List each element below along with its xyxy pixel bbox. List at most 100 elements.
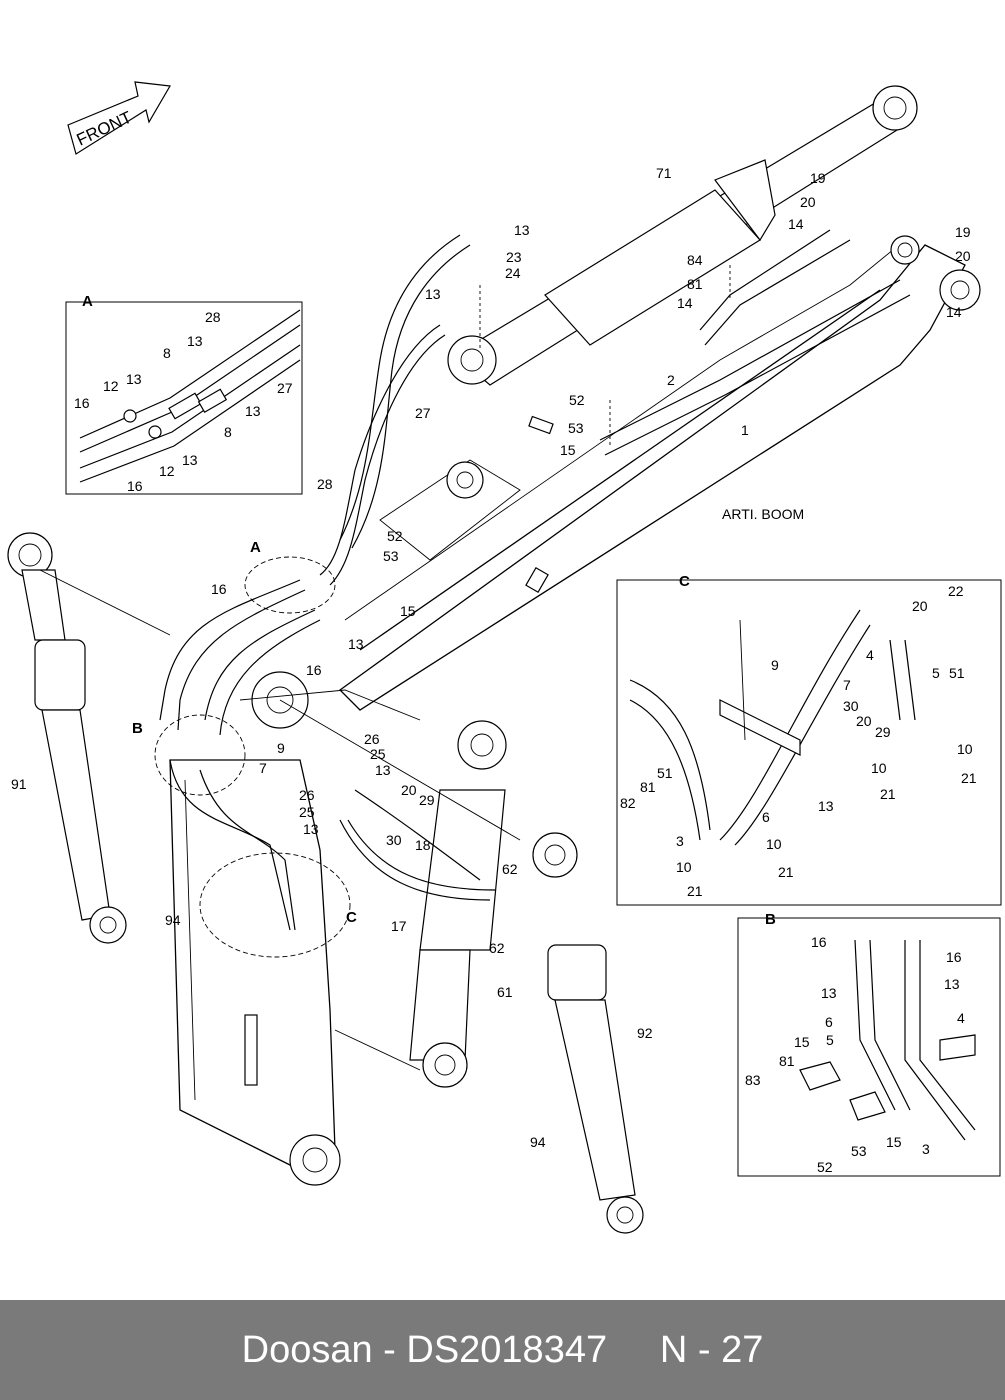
label-28: 28: [205, 309, 221, 325]
inset-c-labels: 22 20 51 5 4 9 7 30 20 29 10 10 21 21 13…: [620, 583, 977, 899]
label-15: 15: [794, 1034, 810, 1050]
callout-94: 94: [530, 1134, 546, 1150]
main-callouts: 71 19 20 14 19 20 14 84 81 14 13 23 24 1…: [11, 165, 971, 1150]
inset-a-labels: 28 13 8 13 12 16 27 13 8 13 12 16: [74, 309, 293, 494]
callout-84: 84: [687, 252, 703, 268]
label-4: 4: [957, 1010, 965, 1026]
callout-61: 61: [497, 984, 513, 1000]
label-8: 8: [224, 424, 232, 440]
callout-9: 9: [277, 740, 285, 756]
callout-28: 28: [317, 476, 333, 492]
boom-cylinder-92: [532, 832, 644, 1234]
callout-62: 62: [502, 861, 518, 877]
callout-25: 25: [370, 746, 386, 762]
callout-19: 19: [810, 170, 826, 186]
callout-A: A: [250, 539, 261, 556]
inset-a: A 28 13 8 13 12 16 27 13 8 13 12 16: [65, 293, 303, 495]
label-21: 21: [778, 864, 794, 880]
label-10: 10: [871, 760, 887, 776]
front-arrow-icon: FRONT: [67, 81, 171, 155]
parts-diagram: FRONT: [7, 81, 1002, 1234]
label-13: 13: [182, 452, 198, 468]
callout-13: 13: [348, 636, 364, 652]
inset-b-labels: 16 16 13 13 6 4 5 15 81 83 15 52 53 3: [745, 934, 965, 1175]
label-12: 12: [103, 378, 119, 394]
callout-14: 14: [788, 216, 804, 232]
callout-52: 52: [387, 528, 403, 544]
callout-16: 16: [211, 581, 227, 597]
callout-16: 16: [306, 662, 322, 678]
callout-15: 15: [560, 442, 576, 458]
callout-53: 53: [383, 548, 399, 564]
label-13: 13: [818, 798, 834, 814]
hydraulic-hoses: [159, 229, 911, 931]
label-13: 13: [821, 985, 837, 1001]
callout-14: 14: [677, 295, 693, 311]
label-13: 13: [944, 976, 960, 992]
callout-14: 14: [946, 304, 962, 320]
label-21: 21: [687, 883, 703, 899]
callout-1: 1: [741, 422, 749, 438]
callout-20: 20: [800, 194, 816, 210]
inset-c: C 22 20 51 5 4 9 7 30 20 29 10 10 21 21 …: [616, 573, 1002, 906]
label-22: 22: [948, 583, 964, 599]
boom-body: [339, 235, 981, 711]
lower-boom: [169, 671, 421, 1186]
callout-25: 25: [299, 804, 315, 820]
boom-cylinder-61: [409, 720, 507, 1088]
callout-81: 81: [687, 276, 703, 292]
label-51: 51: [949, 665, 965, 681]
label-51: 51: [657, 765, 673, 781]
label-15: 15: [886, 1134, 902, 1150]
callout-19: 19: [955, 224, 971, 240]
label-16: 16: [946, 949, 962, 965]
label-12: 12: [159, 463, 175, 479]
label-21: 21: [961, 770, 977, 786]
footer-text: Doosan - DS2018347 N - 27: [241, 1328, 764, 1371]
label-52: 52: [817, 1159, 833, 1175]
label-20: 20: [912, 598, 928, 614]
inset-b: B 16 16 13 13 6 4 5 15 81 83 15 52 53 3: [737, 911, 1001, 1177]
label-81: 81: [640, 779, 656, 795]
label-16: 16: [811, 934, 827, 950]
callout-B: B: [132, 720, 143, 737]
label-13: 13: [126, 371, 142, 387]
callout-17: 17: [391, 918, 407, 934]
label-6: 6: [825, 1014, 833, 1030]
boom-cylinder-91: [7, 532, 127, 944]
callout-62: 62: [489, 940, 505, 956]
label-81: 81: [779, 1053, 795, 1069]
callout-29: 29: [419, 792, 435, 808]
label-16: 16: [74, 395, 90, 411]
callout-20: 20: [955, 248, 971, 264]
callout-13: 13: [375, 762, 391, 778]
arm-cylinder-71: [447, 85, 918, 386]
label-27: 27: [277, 380, 293, 396]
callout-53: 53: [568, 420, 584, 436]
callout-20: 20: [401, 782, 417, 798]
label-6: 6: [762, 809, 770, 825]
callout-92: 92: [637, 1025, 653, 1041]
callout-13: 13: [425, 286, 441, 302]
label-53: 53: [851, 1143, 867, 1159]
callout-30: 30: [386, 832, 402, 848]
callout-7: 7: [259, 760, 267, 776]
label-7: 7: [843, 677, 851, 693]
label-9: 9: [771, 657, 779, 673]
inset-b-title: B: [765, 911, 776, 928]
callout-C: C: [346, 909, 357, 926]
label-10: 10: [676, 859, 692, 875]
callout-27: 27: [415, 405, 431, 421]
label-83: 83: [745, 1072, 761, 1088]
label-3: 3: [676, 833, 684, 849]
label-4: 4: [866, 647, 874, 663]
footer-banner: Doosan - DS2018347 N - 27: [0, 1300, 1005, 1400]
label-8: 8: [163, 345, 171, 361]
callout-52: 52: [569, 392, 585, 408]
callout-18: 18: [415, 837, 431, 853]
inset-c-title: C: [679, 573, 690, 590]
leader-lines: [39, 265, 731, 1071]
boom-label: ARTI. BOOM: [722, 506, 804, 522]
label-5: 5: [826, 1032, 834, 1048]
callout-91: 91: [11, 776, 27, 792]
